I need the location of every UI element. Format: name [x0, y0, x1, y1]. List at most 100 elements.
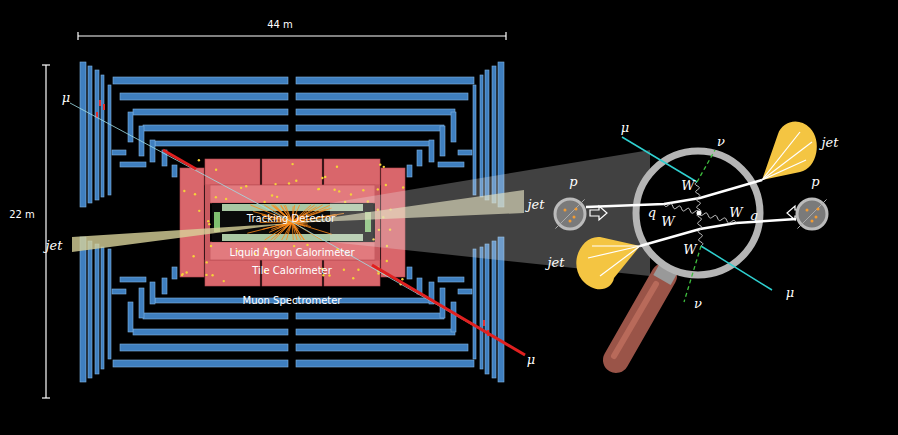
particle-symbol: ν: [717, 135, 725, 148]
muon-endcap: [108, 249, 111, 359]
w-boson: [697, 213, 703, 246]
energy-deposit: [274, 183, 276, 185]
part-label: Muon Spectrometer: [243, 296, 342, 306]
muon-chamber: [438, 162, 464, 167]
muon-segment: [163, 150, 196, 169]
muon-chamber: [113, 360, 288, 367]
proton-hatch: [567, 199, 585, 217]
tile-calorimeter-block: [324, 260, 380, 286]
energy-deposit: [402, 186, 404, 188]
part-label: Tracking Detector: [247, 214, 335, 224]
muon-endcap: [95, 244, 99, 374]
particle-symbol: W: [681, 179, 694, 192]
muon-chamber: [143, 313, 288, 319]
lar-calorimeter-block: [210, 242, 375, 260]
particle-symbol: μ: [786, 286, 794, 299]
particle-symbol: jet: [528, 198, 545, 211]
muon-line: [622, 137, 697, 182]
muon-chamber: [440, 288, 445, 318]
muon-chamber: [120, 277, 146, 282]
dimension-tick: [77, 32, 78, 40]
particle-symbol: q: [750, 209, 758, 222]
energy-deposit: [377, 272, 379, 274]
muon-chamber: [112, 150, 126, 155]
muon-chamber: [296, 141, 432, 146]
energy-deposit: [271, 194, 273, 196]
parton: [564, 209, 567, 212]
particle-symbol: jet: [822, 136, 839, 149]
energy-deposit: [379, 163, 381, 165]
energy-deposit: [211, 274, 213, 276]
particle-symbol: ν: [694, 297, 702, 310]
muon-endcap: [101, 247, 104, 369]
energy-deposit: [352, 277, 354, 279]
energy-deposit: [291, 163, 293, 165]
energy-deposit: [240, 187, 242, 189]
energy-deposit: [225, 198, 227, 200]
part-label: 22 m: [9, 210, 35, 220]
energy-deposit: [192, 255, 194, 257]
muon-chamber: [155, 141, 288, 146]
energy-deposit: [207, 220, 209, 222]
part-label: Tile Calorimeter: [252, 266, 332, 276]
energy-deposit: [377, 188, 379, 190]
muon-track: [70, 103, 292, 222]
muon-segment: [372, 265, 525, 355]
jet-particle: [592, 245, 640, 246]
tile-calorimeter-block: [262, 159, 322, 185]
proton-outline: [553, 197, 587, 231]
parton: [806, 209, 809, 212]
muon-chamber: [128, 112, 133, 142]
neutrino-line: [697, 150, 715, 182]
energy-deposit: [181, 273, 183, 275]
w-boson: [664, 204, 699, 214]
muon-chamber: [440, 126, 445, 156]
muon-chamber: [120, 162, 146, 167]
proton-body: [797, 199, 827, 229]
particle-symbol: W: [661, 215, 674, 228]
muon-chamber: [429, 140, 434, 162]
dimension-tick: [42, 397, 50, 398]
muon-chamber: [451, 112, 456, 142]
muon-chamber: [120, 93, 288, 100]
muon-chamber: [296, 125, 444, 131]
muon-endcap: [101, 75, 104, 197]
energy-deposit: [317, 188, 319, 190]
height-dimension-line: [45, 65, 46, 398]
proton-outline: [795, 197, 829, 231]
energy-deposit: [205, 274, 207, 276]
particle-symbol: q: [648, 206, 656, 219]
jet-cone: [762, 121, 817, 180]
energy-deposit: [183, 190, 185, 192]
muon-endcap: [473, 85, 476, 195]
energy-deposit: [198, 210, 200, 212]
proton-circle: p: [795, 197, 829, 231]
dimension-tick: [505, 32, 506, 40]
parton: [573, 216, 576, 219]
energy-deposit: [210, 245, 212, 247]
jet-particle: [762, 160, 806, 180]
parton: [815, 216, 818, 219]
energy-deposit: [185, 271, 187, 273]
vertex: [697, 211, 702, 216]
quark-line: [586, 180, 762, 207]
energy-deposit: [276, 196, 278, 198]
energy-deposit: [383, 166, 385, 168]
muon-hit: [483, 320, 485, 326]
energy-deposit: [362, 189, 364, 191]
proton-body: [555, 199, 585, 229]
muon-chamber: [458, 150, 472, 155]
w-boson: [695, 182, 701, 213]
proton-circle: p: [553, 197, 587, 231]
dimension-tick: [42, 64, 50, 65]
muon-chamber: [139, 288, 144, 318]
muon-chamber: [438, 277, 464, 282]
handle-highlight: [614, 284, 656, 356]
muon-chamber: [172, 267, 177, 279]
muon-chamber: [133, 329, 288, 335]
energy-deposit: [338, 190, 340, 192]
muon-line: [701, 246, 772, 290]
energy-deposit: [181, 274, 183, 276]
jet-cone: [576, 237, 640, 289]
